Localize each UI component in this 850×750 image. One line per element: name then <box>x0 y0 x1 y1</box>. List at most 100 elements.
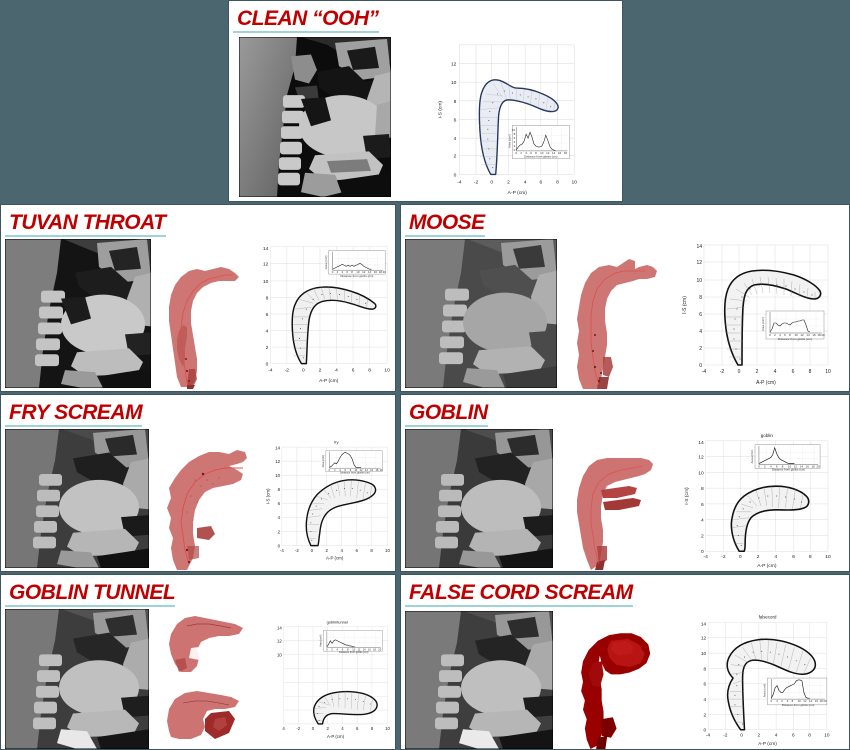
render-3d-moose <box>559 237 663 391</box>
render-3d-fry-scream <box>151 427 259 571</box>
svg-text:Distance from glottis (cm): Distance from glottis (cm) <box>339 650 369 654</box>
svg-text:4: 4 <box>524 179 527 185</box>
svg-text:4: 4 <box>278 515 281 520</box>
panel-clean-ooh: CLEAN “OOH” <box>228 0 623 202</box>
svg-text:4: 4 <box>514 140 516 144</box>
panel-title-wrap: CLEAN “OOH” <box>229 1 622 33</box>
svg-text:12: 12 <box>357 647 360 651</box>
svg-text:2: 2 <box>514 144 516 148</box>
svg-text:-4: -4 <box>702 369 707 375</box>
svg-text:2: 2 <box>337 270 339 274</box>
svg-text:A-P (cm): A-P (cm) <box>757 563 777 569</box>
svg-text:8: 8 <box>782 464 784 468</box>
svg-text:2: 2 <box>758 732 761 738</box>
svg-text:0: 0 <box>326 647 328 651</box>
svg-text:16: 16 <box>815 699 819 703</box>
svg-text:Area (cm²): Area (cm²) <box>321 455 325 468</box>
svg-text:6: 6 <box>356 726 359 731</box>
svg-text:10: 10 <box>512 128 516 132</box>
mri-image-goblin <box>405 429 553 568</box>
svg-text:16: 16 <box>370 468 373 472</box>
svg-text:6: 6 <box>514 136 516 140</box>
svg-text:6: 6 <box>539 179 542 185</box>
panel-title-wrap: MOOSE <box>401 205 849 237</box>
svg-text:12: 12 <box>451 61 457 67</box>
svg-text:-4: -4 <box>268 367 273 373</box>
svg-text:6: 6 <box>355 548 358 553</box>
svg-text:0: 0 <box>514 148 516 152</box>
svg-text:Distance from glottis (cm): Distance from glottis (cm) <box>340 274 373 278</box>
plot-title: goblintunnel <box>327 619 349 624</box>
svg-text:0: 0 <box>739 554 742 560</box>
svg-text:4: 4 <box>525 151 527 155</box>
svg-text:Distance from glottis (cm): Distance from glottis (cm) <box>524 155 557 159</box>
svg-text:18: 18 <box>817 333 821 337</box>
svg-text:18: 18 <box>564 151 568 155</box>
svg-text:20: 20 <box>823 699 827 703</box>
svg-text:6: 6 <box>776 464 778 468</box>
svg-text:12: 12 <box>277 638 282 643</box>
svg-text:10: 10 <box>798 699 802 703</box>
svg-text:0: 0 <box>329 468 331 472</box>
svg-text:4: 4 <box>699 329 702 335</box>
svg-text:4: 4 <box>454 136 457 142</box>
svg-text:6: 6 <box>352 367 355 373</box>
svg-text:4: 4 <box>770 464 772 468</box>
svg-text:-2: -2 <box>721 554 726 560</box>
svg-text:0: 0 <box>311 548 314 553</box>
svg-text:8: 8 <box>808 732 811 738</box>
svg-text:0: 0 <box>278 543 281 548</box>
svg-text:10: 10 <box>701 651 707 657</box>
panel-title-wrap: GOBLIN <box>401 395 849 427</box>
svg-text:2: 2 <box>757 554 760 560</box>
svg-text:10: 10 <box>696 278 702 284</box>
svg-text:0: 0 <box>771 699 773 703</box>
svg-text:8: 8 <box>535 151 537 155</box>
svg-text:12: 12 <box>360 468 363 472</box>
svg-text:Area (cm²): Area (cm²) <box>319 634 323 646</box>
panel-title: GOBLIN TUNNEL <box>5 578 176 607</box>
svg-text:2: 2 <box>764 464 766 468</box>
svg-text:2: 2 <box>334 468 336 472</box>
panel-title-wrap: FRY SCREAM <box>1 395 395 427</box>
svg-text:4: 4 <box>704 697 707 703</box>
svg-text:0: 0 <box>515 151 517 155</box>
svg-text:12: 12 <box>800 333 804 337</box>
svg-text:14: 14 <box>552 151 556 155</box>
svg-text:4: 4 <box>337 647 339 651</box>
svg-text:2: 2 <box>278 529 281 534</box>
mri-image-moose <box>405 239 557 388</box>
svg-text:16: 16 <box>368 647 371 651</box>
svg-text:Area (cm²): Area (cm²) <box>761 317 765 331</box>
svg-text:2: 2 <box>701 533 704 539</box>
svg-text:14: 14 <box>365 468 368 472</box>
panel-title-wrap: GOBLIN TUNNEL <box>1 575 395 607</box>
svg-text:10: 10 <box>352 647 355 651</box>
svg-text:4: 4 <box>779 333 781 337</box>
svg-text:A-P (cm): A-P (cm) <box>756 380 776 386</box>
svg-text:16: 16 <box>806 464 810 468</box>
svg-text:8: 8 <box>792 699 794 703</box>
svg-text:-2: -2 <box>474 179 479 185</box>
svg-text:0: 0 <box>738 369 741 375</box>
svg-text:6: 6 <box>784 333 786 337</box>
render-3d-goblin <box>555 427 665 571</box>
svg-text:2: 2 <box>704 712 707 718</box>
mri-image-fry-scream <box>5 429 149 568</box>
svg-text:0: 0 <box>758 464 760 468</box>
svg-text:4: 4 <box>335 367 338 373</box>
svg-text:2: 2 <box>699 346 702 352</box>
panel-title: FRY SCREAM <box>5 398 143 427</box>
svg-text:8: 8 <box>368 367 371 373</box>
svg-text:Distance from glottis (cm): Distance from glottis (cm) <box>778 337 812 341</box>
svg-text:0: 0 <box>454 172 457 178</box>
svg-text:8: 8 <box>266 295 269 301</box>
svg-text:4: 4 <box>341 726 344 731</box>
panel-title-wrap: TUVAN THROAT <box>1 205 395 237</box>
